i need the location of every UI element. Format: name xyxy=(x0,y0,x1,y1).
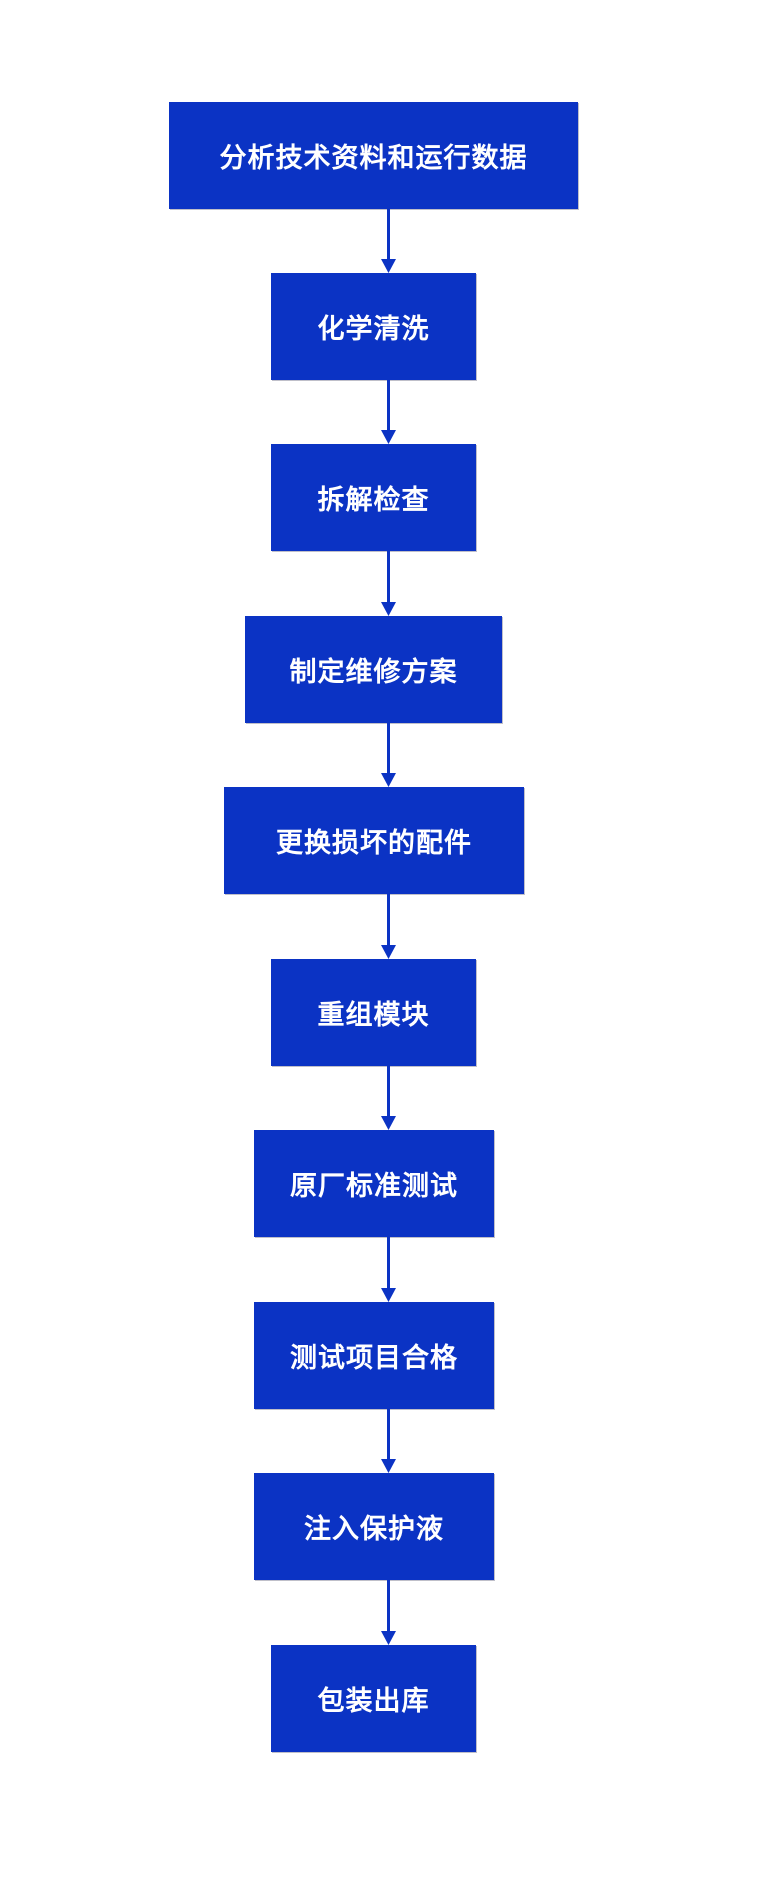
flow-arrow xyxy=(372,1580,405,1645)
step-test-items-pass: 测试项目合格 xyxy=(254,1302,494,1409)
flow-arrow xyxy=(372,380,405,444)
step-repair-plan: 制定维修方案 xyxy=(245,616,502,723)
flow-arrow xyxy=(372,1237,405,1302)
step-label: 制定维修方案 xyxy=(289,657,458,688)
step-label: 测试项目合格 xyxy=(290,1343,458,1374)
flow-arrow xyxy=(372,894,405,959)
step-replace-damaged-parts: 更换损坏的配件 xyxy=(224,787,524,894)
flow-arrow xyxy=(372,551,405,616)
step-label: 更换损坏的配件 xyxy=(276,828,472,859)
step-label: 分析技术资料和运行数据 xyxy=(219,143,528,174)
step-label: 重组模块 xyxy=(317,1000,430,1031)
step-label: 化学清洗 xyxy=(317,314,430,345)
step-chemical-cleaning: 化学清洗 xyxy=(271,273,476,380)
flow-arrow xyxy=(372,209,405,273)
step-disassembly-inspection: 拆解检查 xyxy=(271,444,476,551)
step-label: 拆解检查 xyxy=(317,485,430,516)
flow-arrow xyxy=(372,1409,405,1473)
flow-arrow xyxy=(372,723,405,787)
flow-arrow xyxy=(372,1066,405,1130)
step-reassemble-module: 重组模块 xyxy=(271,959,476,1066)
step-label: 原厂标准测试 xyxy=(290,1171,458,1202)
step-oem-standard-test: 原厂标准测试 xyxy=(254,1130,494,1237)
step-inject-protective-fluid: 注入保护液 xyxy=(254,1473,494,1580)
step-label: 包装出库 xyxy=(317,1686,430,1717)
step-analyze-technical-data: 分析技术资料和运行数据 xyxy=(169,102,578,209)
step-label: 注入保护液 xyxy=(304,1514,444,1545)
step-package-ship: 包装出库 xyxy=(271,1645,476,1752)
